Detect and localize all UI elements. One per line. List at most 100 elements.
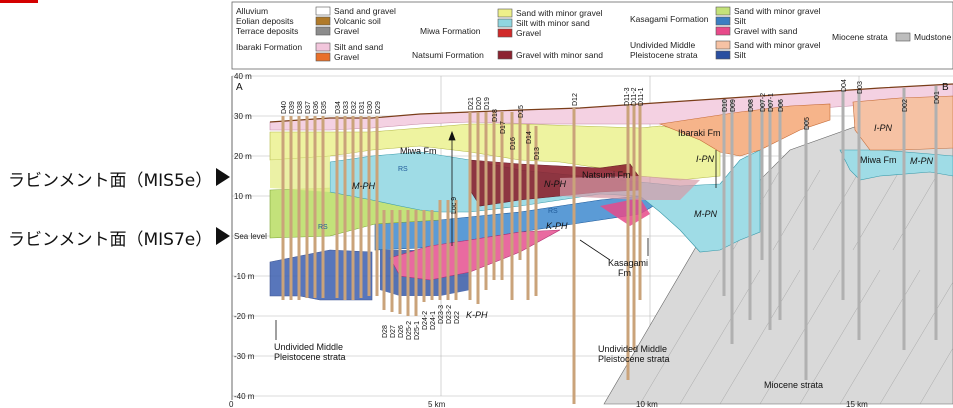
svg-text:D25-1: D25-1 — [414, 321, 421, 340]
svg-text:D10: D10 — [722, 99, 729, 112]
side-label-mis7e: ラビンメント面（MIS7e） — [8, 230, 213, 250]
section-end-a: A — [236, 82, 243, 93]
svg-text:Miocene strata: Miocene strata — [764, 380, 823, 390]
legend-miwa: Miwa Formation — [420, 26, 481, 36]
legend-gravel: Gravel — [334, 26, 359, 36]
section-end-b: B — [942, 82, 949, 93]
kasagami-gravel-2 — [600, 198, 650, 226]
svg-text:D40: D40 — [281, 101, 288, 114]
svg-text:D17: D17 — [500, 121, 507, 134]
legend-miwa-sand: Sand with minor gravel — [516, 8, 603, 18]
svg-text:D36: D36 — [313, 101, 320, 114]
legend-ibaraki-gravel: Gravel — [334, 52, 359, 62]
svg-text:-20 m: -20 m — [234, 312, 255, 321]
svg-text:D32: D32 — [351, 101, 358, 114]
legend-kasagami: Kasagami Formation — [630, 14, 709, 24]
x-axis-labels: 0 5 km 10 km 15 km — [229, 400, 868, 408]
svg-text:D21: D21 — [468, 97, 475, 110]
red-mark — [0, 0, 38, 3]
svg-text:D07-2: D07-2 — [760, 93, 767, 112]
svg-text:D14: D14 — [526, 131, 533, 144]
natsumi-lower — [560, 176, 700, 200]
svg-text:D01: D01 — [934, 91, 941, 104]
svg-text:K-PH: K-PH — [546, 221, 568, 231]
legend-und-silt: Silt — [734, 50, 746, 60]
svg-text:D09: D09 — [730, 99, 737, 112]
svg-text:15 km: 15 km — [846, 400, 868, 408]
svg-text:D37: D37 — [305, 101, 312, 114]
svg-text:D11-2: D11-2 — [631, 87, 638, 106]
svg-text:0: 0 — [229, 400, 234, 408]
svg-text:D26: D26 — [398, 325, 405, 338]
svg-text:10 km: 10 km — [636, 400, 658, 408]
svg-text:5 km: 5 km — [428, 400, 446, 408]
svg-text:D34: D34 — [335, 101, 342, 114]
svg-text:D33: D33 — [343, 101, 350, 114]
legend-undivided-1: Undivided Middle — [630, 40, 695, 50]
svg-text:10 m: 10 m — [234, 192, 252, 201]
svg-text:Natsumi Fm: Natsumi Fm — [582, 170, 631, 180]
legend-miwa-silt: Silt with minor sand — [516, 18, 590, 28]
svg-text:D04: D04 — [841, 79, 848, 92]
svg-text:D08: D08 — [748, 99, 755, 112]
svg-text:D30: D30 — [367, 101, 374, 114]
svg-text:D24-1: D24-1 — [430, 311, 437, 330]
svg-text:I-PN: I-PN — [696, 154, 715, 164]
svg-text:D24-2: D24-2 — [422, 311, 429, 330]
svg-text:D27: D27 — [390, 325, 397, 338]
svg-text:D02: D02 — [902, 99, 909, 112]
svg-text:D23-2: D23-2 — [446, 305, 453, 324]
svg-text:D39: D39 — [289, 101, 296, 114]
svg-text:D03: D03 — [857, 81, 864, 94]
svg-text:D20: D20 — [476, 97, 483, 110]
svg-text:I-PN: I-PN — [874, 123, 893, 133]
svg-text:D13: D13 — [534, 147, 541, 160]
svg-text:Pleistocene strata: Pleistocene strata — [598, 354, 670, 364]
svg-text:D31: D31 — [359, 101, 366, 114]
svg-text:40 m: 40 m — [234, 72, 252, 81]
svg-text:D29: D29 — [375, 101, 382, 114]
side-label-mis5e: ラビンメント面（MIS5e） — [8, 171, 213, 191]
borehole-columns — [281, 86, 938, 404]
svg-text:Ibaraki Fm: Ibaraki Fm — [678, 128, 721, 138]
legend-kasagami-silt: Silt — [734, 16, 746, 26]
legend: Alluvium Eolian deposits Terrace deposit… — [231, 1, 953, 70]
svg-text:-40 m: -40 m — [234, 392, 255, 401]
svg-text:Loc 9: Loc 9 — [451, 197, 458, 214]
svg-text:D15: D15 — [518, 105, 525, 118]
svg-text:D18: D18 — [492, 109, 499, 122]
legend-miocene: Miocene strata — [832, 32, 888, 42]
legend-silt-sand: Silt and sand — [334, 42, 383, 52]
svg-text:D12: D12 — [572, 93, 579, 106]
svg-text:M-PN: M-PN — [910, 156, 933, 166]
svg-text:20 m: 20 m — [234, 152, 252, 161]
svg-text:Fm: Fm — [618, 268, 631, 278]
svg-text:D11-3: D11-3 — [624, 87, 631, 106]
svg-text:-30 m: -30 m — [234, 352, 255, 361]
annotations: Miwa Fm Miwa Fm Natsumi Fm Ibaraki Fm Ka… — [274, 123, 933, 390]
svg-text:M-PH: M-PH — [352, 181, 375, 191]
svg-text:Sea level: Sea level — [234, 232, 267, 241]
svg-text:D16: D16 — [510, 137, 517, 150]
mudstone-hatch — [639, 169, 953, 405]
legend-und-sand: Sand with minor gravel — [734, 40, 821, 50]
legend-terrace: Terrace deposits — [236, 26, 298, 36]
svg-text:30 m: 30 m — [234, 112, 252, 121]
ibaraki-gravel — [658, 103, 831, 157]
ground-surface — [269, 83, 953, 123]
svg-text:-10 m: -10 m — [234, 272, 255, 281]
legend-undivided-2: Pleistocene strata — [630, 50, 698, 60]
svg-text:RS: RS — [548, 208, 558, 215]
y-axis-labels: 40 m 30 m 20 m 10 m Sea level -10 m -20 … — [234, 72, 267, 401]
svg-text:D28: D28 — [382, 325, 389, 338]
arrow-right-icon — [216, 227, 230, 245]
legend-natsumi: Natsumi Formation — [412, 50, 484, 60]
svg-text:Pleistocene strata: Pleistocene strata — [274, 352, 346, 362]
legend-eolian: Eolian deposits — [236, 16, 294, 26]
svg-text:Undivided Middle: Undivided Middle — [274, 342, 343, 352]
svg-text:D07-1: D07-1 — [768, 93, 775, 112]
legend-volcanic: Volcanic soil — [334, 16, 381, 26]
legend-kasagami-sand: Sand with minor gravel — [734, 6, 821, 16]
